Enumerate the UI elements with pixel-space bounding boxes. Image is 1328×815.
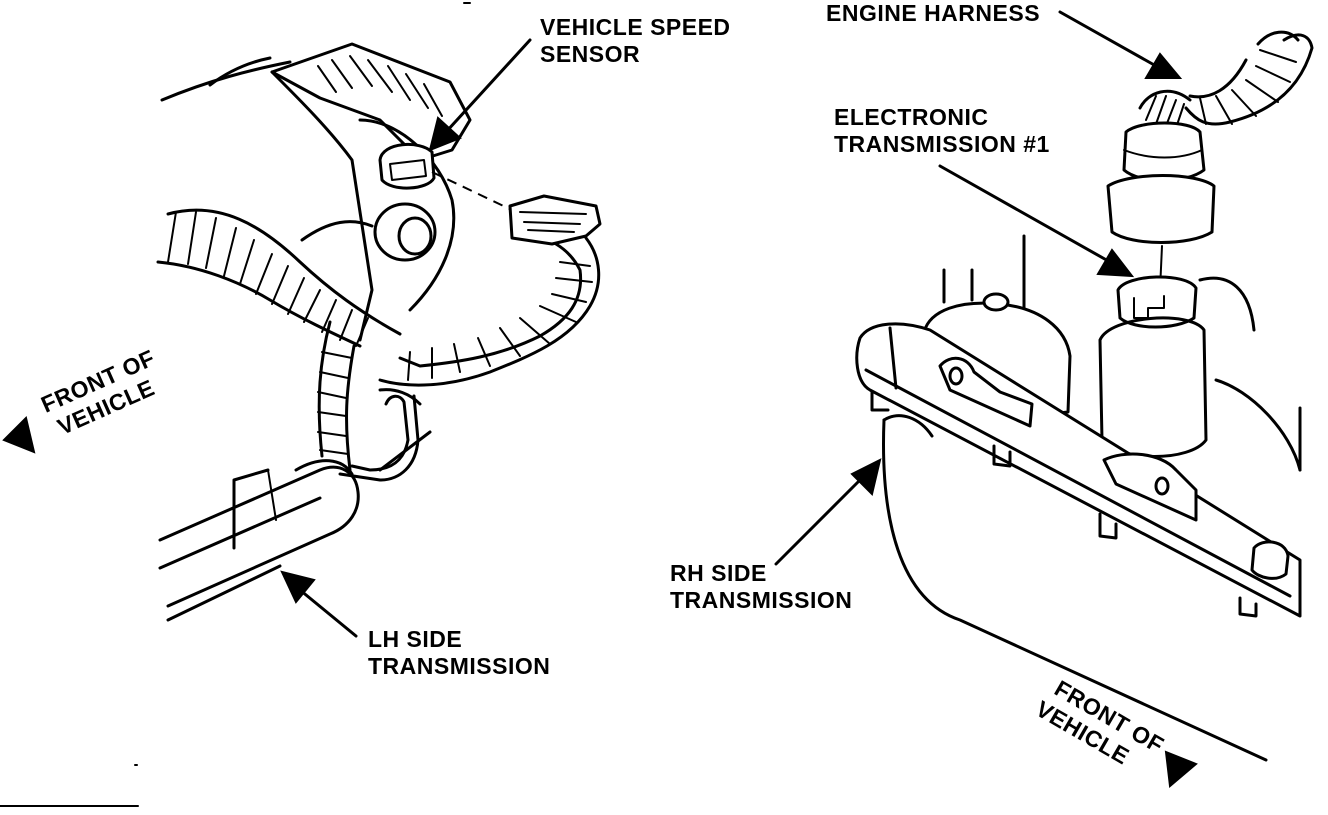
front-left-arrowhead: [2, 416, 36, 454]
lh-side-transmission-label: LH SIDE TRANSMISSION: [368, 626, 550, 680]
lh-side-transmission-line-2: TRANSMISSION: [368, 653, 551, 679]
right-callout-arrows: [774, 10, 1198, 788]
harness-arrowhead: [1144, 52, 1183, 79]
front-right-arrowhead: [1164, 750, 1198, 788]
vehicle-speed-sensor-label: VEHICLE SPEED SENSOR: [540, 14, 731, 68]
electronic-transmission-line-2: TRANSMISSION #1: [834, 131, 1050, 157]
lh-transmission-illustration: [156, 42, 602, 622]
rh-transmission-illustration: [855, 30, 1314, 762]
rh-side-transmission-line-1: RH SIDE: [670, 560, 767, 586]
left-callout-arrows: [2, 38, 532, 638]
engine-harness-label: ENGINE HARNESS: [826, 0, 1041, 26]
electronic-transmission-line-1: ELECTRONIC: [834, 104, 989, 130]
vehicle-speed-sensor-line-1: VEHICLE SPEED: [540, 14, 731, 40]
rh-side-transmission-line-2: TRANSMISSION: [670, 587, 853, 613]
electronic-transmission-label: ELECTRONIC TRANSMISSION #1: [834, 104, 1050, 158]
vss-arrowhead: [428, 116, 462, 152]
rh-side-transmission-label: RH SIDE TRANSMISSION: [670, 560, 852, 614]
vehicle-speed-sensor-line-2: SENSOR: [540, 41, 641, 67]
rh-arrowhead: [850, 458, 882, 496]
lh-arrowhead: [280, 570, 316, 604]
lh-side-transmission-line-1: LH SIDE: [368, 626, 463, 652]
etr-arrowhead: [1096, 248, 1135, 278]
